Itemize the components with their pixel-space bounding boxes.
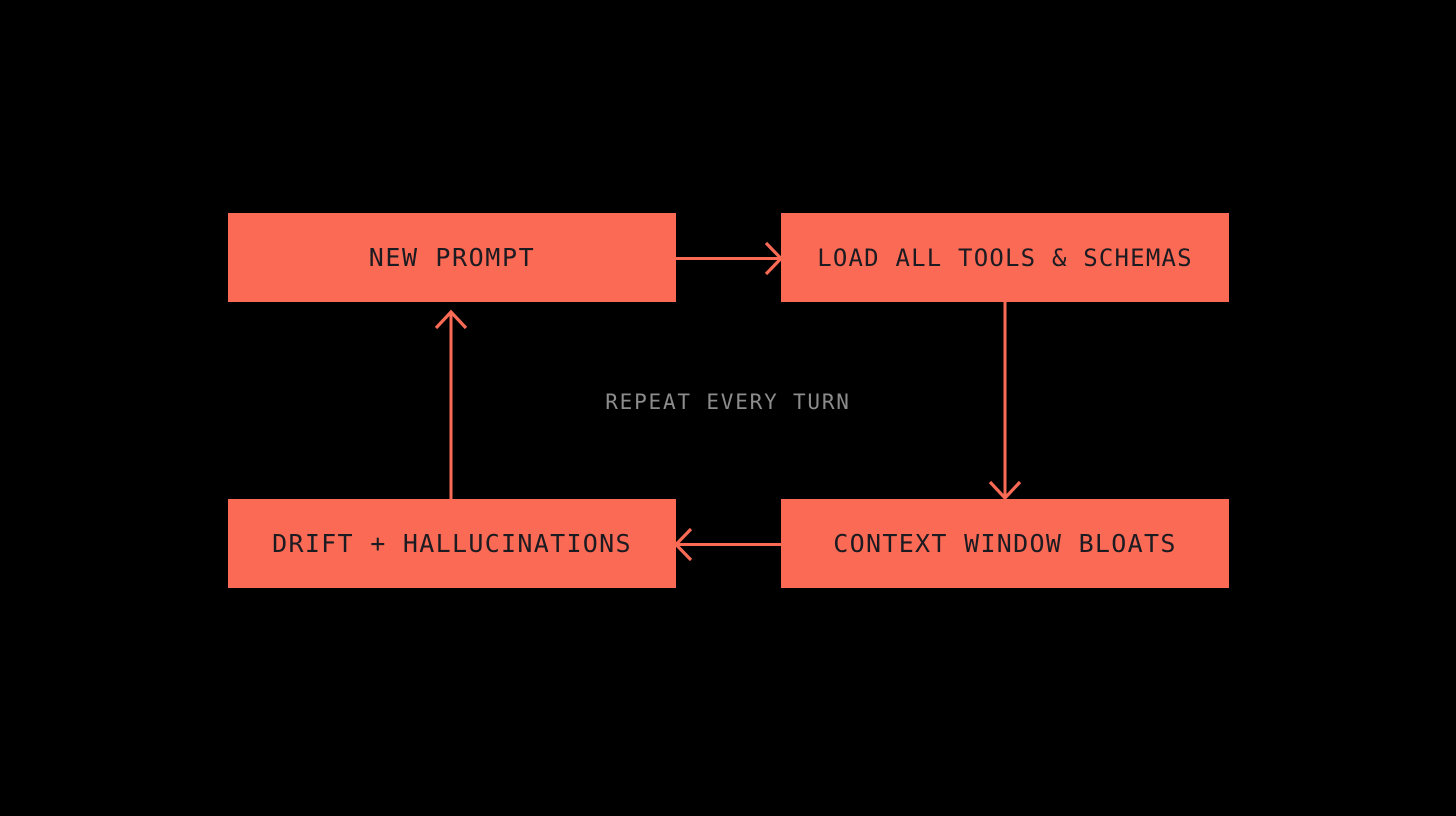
- node-load-all-tools-and-schemas[interactable]: LOAD ALL TOOLS & SCHEMAS: [781, 213, 1229, 302]
- node-new-prompt[interactable]: NEW PROMPT: [228, 213, 676, 302]
- node-drift-and-hallucinations[interactable]: DRIFT + HALLUCINATIONS: [228, 499, 676, 588]
- cycle-caption: REPEAT EVERY TURN: [605, 390, 851, 414]
- node-load-all-tools-and-schemas-label: LOAD ALL TOOLS & SCHEMAS: [817, 243, 1193, 272]
- node-context-window-bloats-label: CONTEXT WINDOW BLOATS: [833, 529, 1177, 558]
- edge-prompt-to-tools: [676, 241, 784, 276]
- node-new-prompt-label: NEW PROMPT: [368, 243, 536, 272]
- node-drift-and-hallucinations-label: DRIFT + HALLUCINATIONS: [272, 529, 632, 558]
- node-context-window-bloats[interactable]: CONTEXT WINDOW BLOATS: [781, 499, 1229, 588]
- edge-bloat-to-drift: [673, 527, 781, 562]
